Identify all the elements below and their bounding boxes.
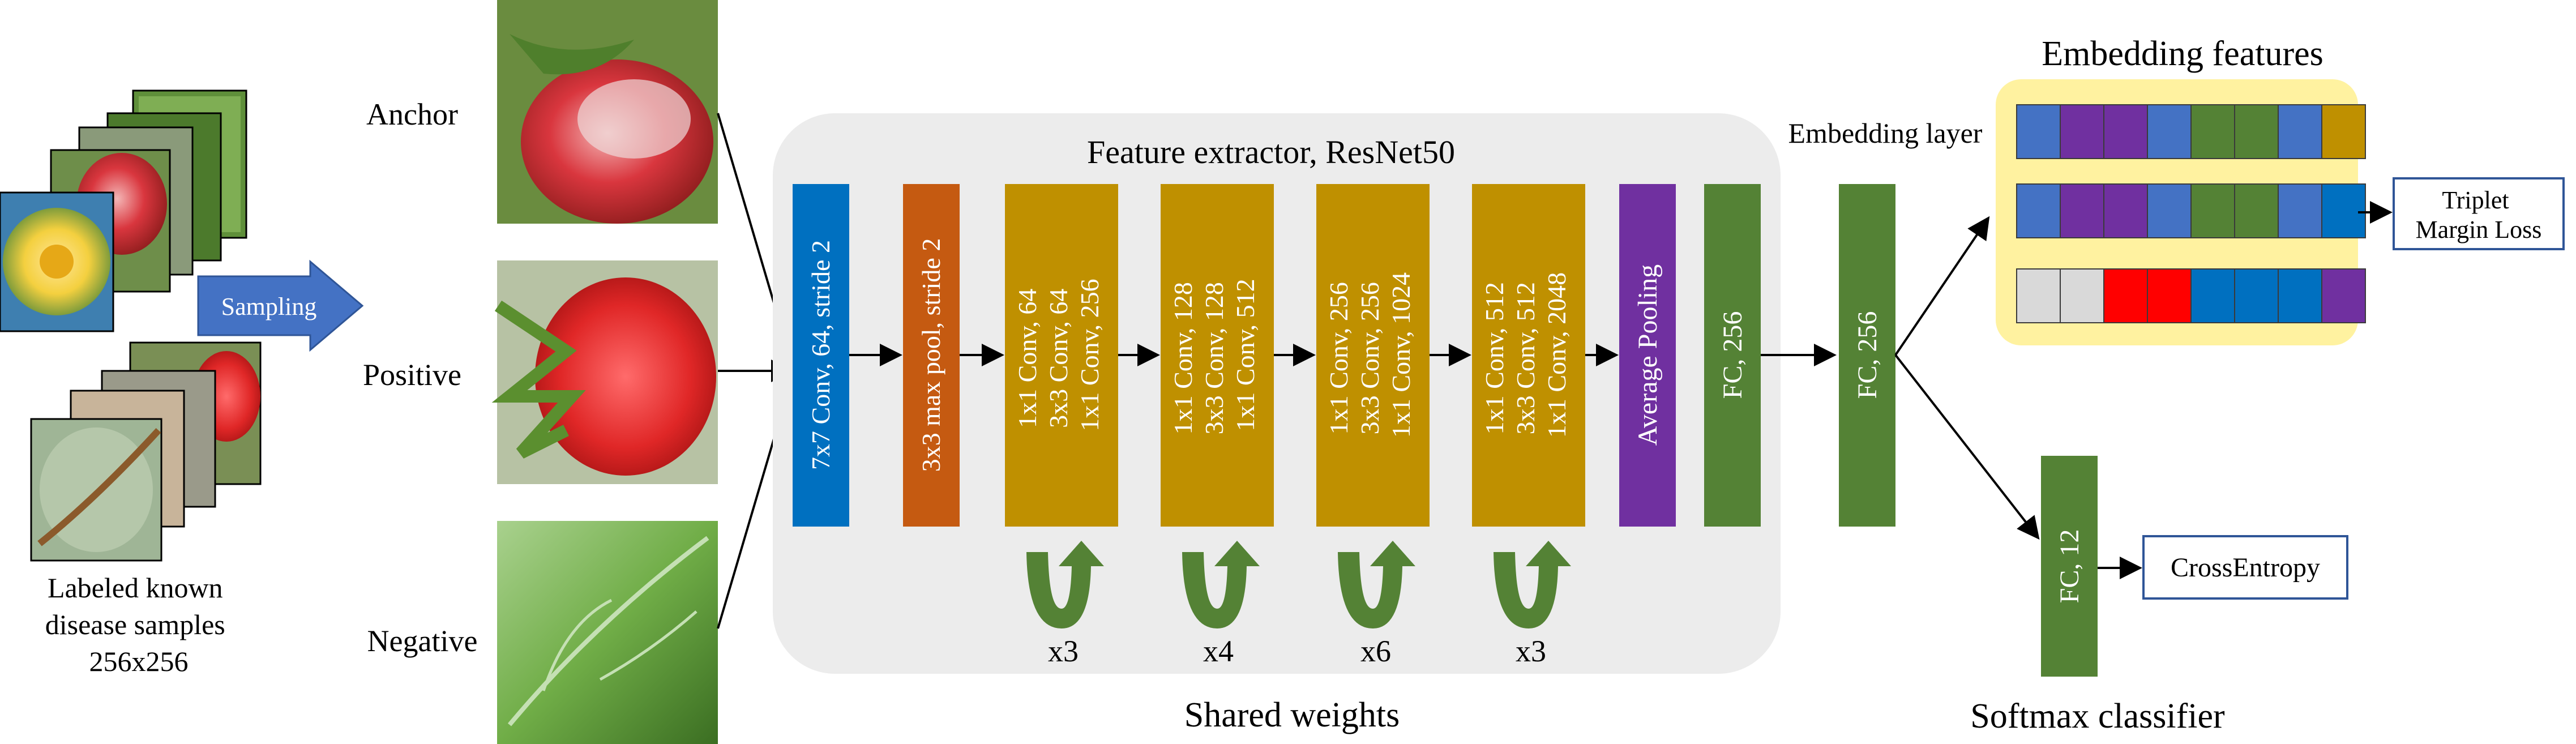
embedding-cell (2321, 268, 2366, 323)
triplet-loss-label: Triplet Margin Loss (2416, 186, 2542, 243)
stage2-line-3: 1x1 Conv, 512 (1231, 279, 1260, 431)
stage3-block (1316, 184, 1430, 527)
loop-arrows (1026, 541, 1571, 628)
samples-caption: Labeled known disease samples 256x256 (45, 572, 232, 677)
fc12-label: FC, 12 (2055, 529, 2085, 604)
loop-arrow-stage3 (1338, 541, 1415, 628)
stage4-line-3: 1x1 Conv, 2048 (1542, 272, 1571, 438)
embedding-cell (2234, 268, 2279, 323)
arrow-embedding-to-features (1894, 216, 1990, 356)
embedding-cell (2278, 268, 2322, 323)
stage4-repeat: x3 (1516, 634, 1546, 668)
embedding-cell (2016, 104, 2061, 159)
embedding-cell (2060, 183, 2104, 238)
loop-arrow-stage1 (1026, 541, 1104, 628)
conv1-block (793, 184, 849, 527)
anchor-image (497, 0, 718, 224)
embedding-cell (2147, 183, 2192, 238)
stage3-line-3: 1x1 Conv, 1024 (1387, 272, 1415, 438)
embedding-cell (2016, 268, 2061, 323)
fc256-embedding-block (1839, 184, 1895, 527)
shared-weights-label: Shared weights (1184, 696, 1400, 734)
embedding-cell (2147, 268, 2192, 323)
crossentropy-box (2142, 535, 2348, 600)
negative-image (497, 521, 718, 744)
embedding-cell (2147, 104, 2192, 159)
embedding-cell (2190, 268, 2235, 323)
stage3-line-1: 1x1 Conv, 256 (1324, 282, 1353, 434)
sampling-arrow: Sampling (197, 259, 364, 352)
stage4-line-1: 1x1 Conv, 512 (1480, 282, 1509, 434)
stage3-line-2: 3x3 Conv, 256 (1355, 282, 1384, 434)
conv1-label: 7x7 Conv, 64, stride 2 (806, 240, 835, 470)
embedding-cell (2190, 104, 2235, 159)
stage2-block (1161, 184, 1274, 527)
stage1-text: 1x1 Conv, 64 3x3 Conv, 64 1x1 Conv, 256 (1013, 279, 1104, 431)
embedding-cell (2321, 104, 2366, 159)
stage4-block (1472, 184, 1585, 527)
fc256-embedding-label: FC, 256 (1852, 311, 1882, 399)
triplet-loss-line-2: Margin Loss (2416, 216, 2542, 243)
pool-label: 3x3 max pool, stride 2 (917, 238, 945, 472)
stage2-text: 1x1 Conv, 128 3x3 Conv, 128 1x1 Conv, 51… (1169, 276, 1260, 435)
embedding-cell (2278, 183, 2322, 238)
pool-block (903, 184, 960, 527)
embedding-layer-label: Embedding layer (1788, 117, 1983, 149)
positive-label: Positive (363, 358, 461, 392)
embedding-cell (2060, 104, 2104, 159)
embedding-cell (2321, 183, 2366, 238)
caption-line-3: 256x256 (89, 645, 189, 677)
sampling-label: Sampling (221, 293, 317, 320)
caption-line-1: Labeled known (48, 572, 223, 604)
embedding-cell (2190, 183, 2235, 238)
stage4-line-2: 3x3 Conv, 512 (1511, 282, 1540, 434)
embedding-cell (2103, 268, 2148, 323)
embedding-cell (2060, 268, 2104, 323)
fc256-extractor-label: FC, 256 (1718, 311, 1748, 399)
stage1-line-2: 3x3 Conv, 64 (1044, 289, 1073, 428)
arrow-embedding-to-classifier (1894, 354, 2040, 540)
softmax-classifier-title: Softmax classifier (1970, 697, 2225, 736)
positive-image (491, 260, 718, 484)
embedding-cell (2103, 104, 2148, 159)
stage2-repeat: x4 (1203, 634, 1234, 668)
stage1-line-1: 1x1 Conv, 64 (1013, 289, 1042, 428)
stage1-repeat: x3 (1048, 634, 1079, 668)
stage3-repeat: x6 (1360, 634, 1391, 668)
embedding-cell (2016, 183, 2061, 238)
anchor-label: Anchor (366, 97, 458, 131)
sample-stack-bottom (30, 341, 262, 562)
stage1-block (1005, 184, 1118, 527)
triplet-loss-box (2393, 177, 2565, 250)
embedding-feature-rows (2016, 104, 2366, 323)
caption-line-2: disease samples (45, 609, 225, 640)
embedding-cell (2234, 183, 2279, 238)
negative-label: Negative (367, 624, 478, 658)
embedding-cell (2103, 183, 2148, 238)
stage4-text: 1x1 Conv, 512 3x3 Conv, 512 1x1 Conv, 20… (1480, 272, 1571, 438)
triplet-loss-line-1: Triplet (2442, 186, 2509, 214)
sample-stack-top (0, 89, 247, 332)
loop-arrow-stage4 (1494, 541, 1571, 628)
fc256-extractor-block (1704, 184, 1761, 527)
embedding-cell (2278, 104, 2322, 159)
feature-extractor-title: Feature extractor, ResNet50 (1087, 134, 1455, 170)
stage1-line-3: 1x1 Conv, 256 (1075, 279, 1104, 431)
stage2-line-2: 3x3 Conv, 128 (1200, 282, 1229, 434)
stage2-line-1: 1x1 Conv, 128 (1169, 282, 1197, 434)
fc12-block (2041, 456, 2098, 677)
crossentropy-label: CrossEntropy (2171, 553, 2320, 583)
avgpool-block (1619, 184, 1676, 527)
embedding-features-title: Embedding features (2042, 35, 2323, 73)
embedding-cell (2234, 104, 2279, 159)
loop-arrow-stage2 (1182, 541, 1260, 628)
avgpool-label: Average Pooling (1633, 264, 1663, 446)
stage3-text: 1x1 Conv, 256 3x3 Conv, 256 1x1 Conv, 10… (1324, 272, 1415, 438)
